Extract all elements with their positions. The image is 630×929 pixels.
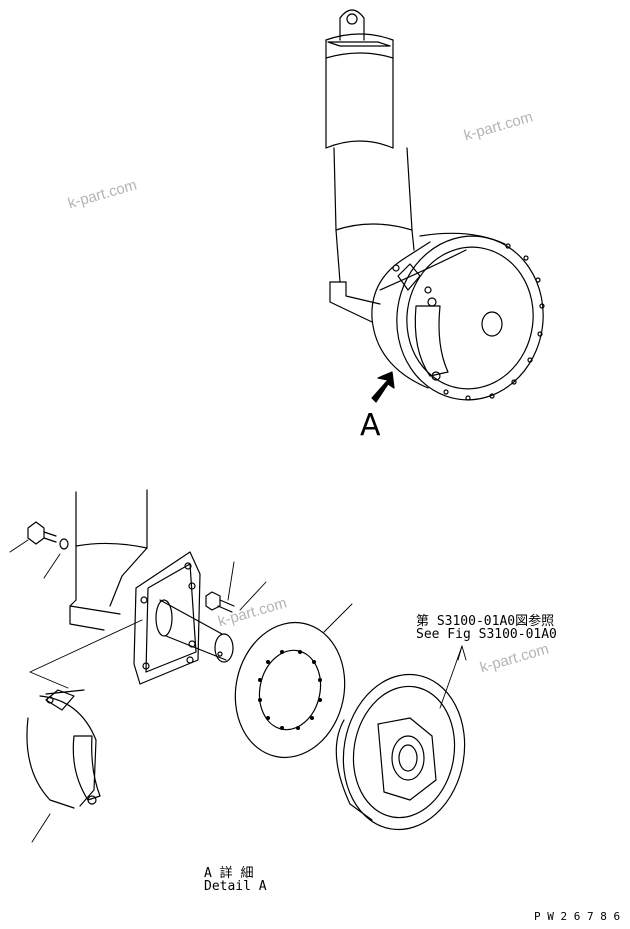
bolt-middle (205, 591, 235, 613)
mounting-flange (133, 551, 201, 685)
base-plate (329, 281, 381, 323)
view-callout-label: A (360, 408, 381, 443)
brake-caliper-upper (392, 263, 449, 381)
spindle (155, 599, 234, 663)
cylinder-lower (333, 147, 415, 283)
drawing-number: P W 2 6 7 8 6 (534, 910, 621, 923)
brake-disc (234, 621, 346, 759)
leader-lines (9, 539, 467, 843)
reference-label-jp: 第 S3100-01A0図参照 (416, 614, 555, 629)
flange-holes-upper (443, 243, 545, 401)
detail-caption-jp: A 詳 細 (204, 866, 254, 881)
wheel-hub (335, 673, 466, 831)
brake-caliper-detail (26, 689, 101, 809)
axle-housing (69, 489, 148, 631)
cylinder-upper (325, 33, 394, 149)
cylinder-eye (327, 9, 391, 47)
bolt-left (27, 521, 69, 550)
view-arrow (371, 371, 395, 403)
detail-a-assembly (9, 489, 467, 843)
wheel-hub-housing (371, 232, 544, 401)
reference-label-en: See Fig S3100-01A0 (416, 627, 557, 642)
upper-assembly (325, 9, 545, 403)
detail-caption-en: Detail A (204, 879, 267, 894)
